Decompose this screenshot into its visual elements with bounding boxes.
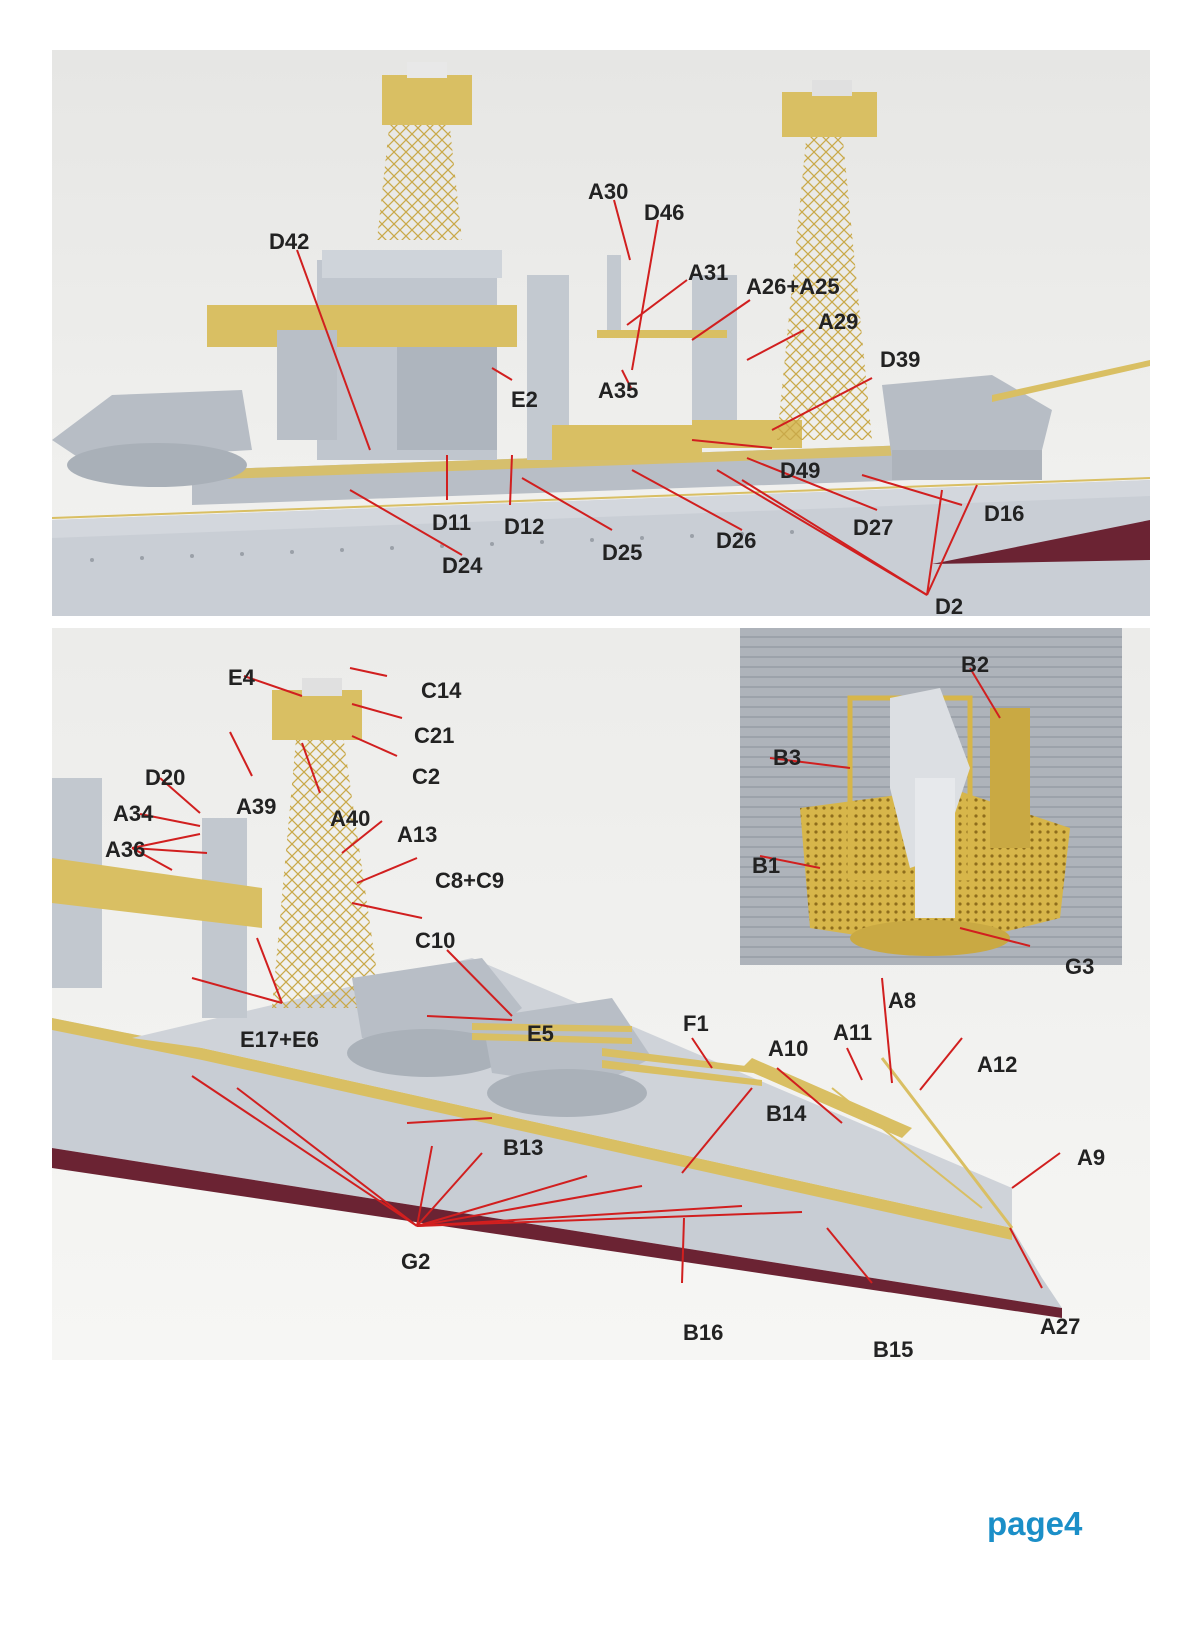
label-d39: D39 xyxy=(880,347,921,372)
label-b13: B13 xyxy=(503,1135,544,1160)
label-a29: A29 xyxy=(818,309,859,334)
label-d46: D46 xyxy=(644,200,685,225)
label-b16: B16 xyxy=(683,1320,724,1345)
label-a9: A9 xyxy=(1077,1145,1106,1170)
label-e2: E2 xyxy=(511,387,538,412)
inset-gun-illustration xyxy=(740,628,1122,965)
label-g3: G3 xyxy=(1065,954,1095,979)
label-c14: C14 xyxy=(421,678,462,703)
label-d2: D2 xyxy=(935,594,964,619)
label-b15: B15 xyxy=(873,1337,914,1362)
label-f1: F1 xyxy=(683,1011,709,1036)
label-e4: E4 xyxy=(228,665,255,690)
label-a8: A8 xyxy=(888,988,917,1013)
label-a31: A31 xyxy=(688,260,729,285)
label-e17-e6: E17+E6 xyxy=(240,1027,319,1052)
label-d11: D11 xyxy=(432,510,472,535)
label-a34: A34 xyxy=(113,801,154,826)
label-b2: B2 xyxy=(961,652,990,677)
label-d24: D24 xyxy=(442,553,483,578)
label-a13: A13 xyxy=(397,822,438,847)
label-g2: G2 xyxy=(401,1249,431,1274)
label-b14: B14 xyxy=(766,1101,807,1126)
label-a35: A35 xyxy=(598,378,639,403)
label-a30: A30 xyxy=(588,179,629,204)
label-d42: D42 xyxy=(269,229,310,254)
label-b3: B3 xyxy=(773,745,802,770)
label-b1: B1 xyxy=(752,853,781,878)
label-d27: D27 xyxy=(853,515,894,540)
label-a12: A12 xyxy=(977,1052,1018,1077)
label-c10: C10 xyxy=(415,928,456,953)
label-a10: A10 xyxy=(768,1036,809,1061)
label-a11: A11 xyxy=(833,1020,873,1045)
inset-photo xyxy=(740,628,1122,965)
label-a27: A27 xyxy=(1040,1314,1081,1339)
label-c2: C2 xyxy=(412,764,441,789)
label-d16: D16 xyxy=(984,501,1025,526)
label-c21: C21 xyxy=(414,723,455,748)
label-a26-a25: A26+A25 xyxy=(746,274,840,299)
label-d25: D25 xyxy=(602,540,643,565)
label-e5: E5 xyxy=(527,1021,554,1046)
label-a40: A40 xyxy=(330,806,371,831)
label-d20: D20 xyxy=(145,765,186,790)
label-d49: D49 xyxy=(780,458,821,483)
label-c8-c9: C8+C9 xyxy=(435,868,505,893)
top-photo xyxy=(52,50,1150,616)
label-d12: D12 xyxy=(504,514,545,539)
page-number: page4 xyxy=(987,1505,1083,1542)
label-d26: D26 xyxy=(716,528,757,553)
label-a39: A39 xyxy=(236,794,277,819)
label-a36: A36 xyxy=(105,837,146,862)
top-ship-illustration xyxy=(52,50,1150,616)
